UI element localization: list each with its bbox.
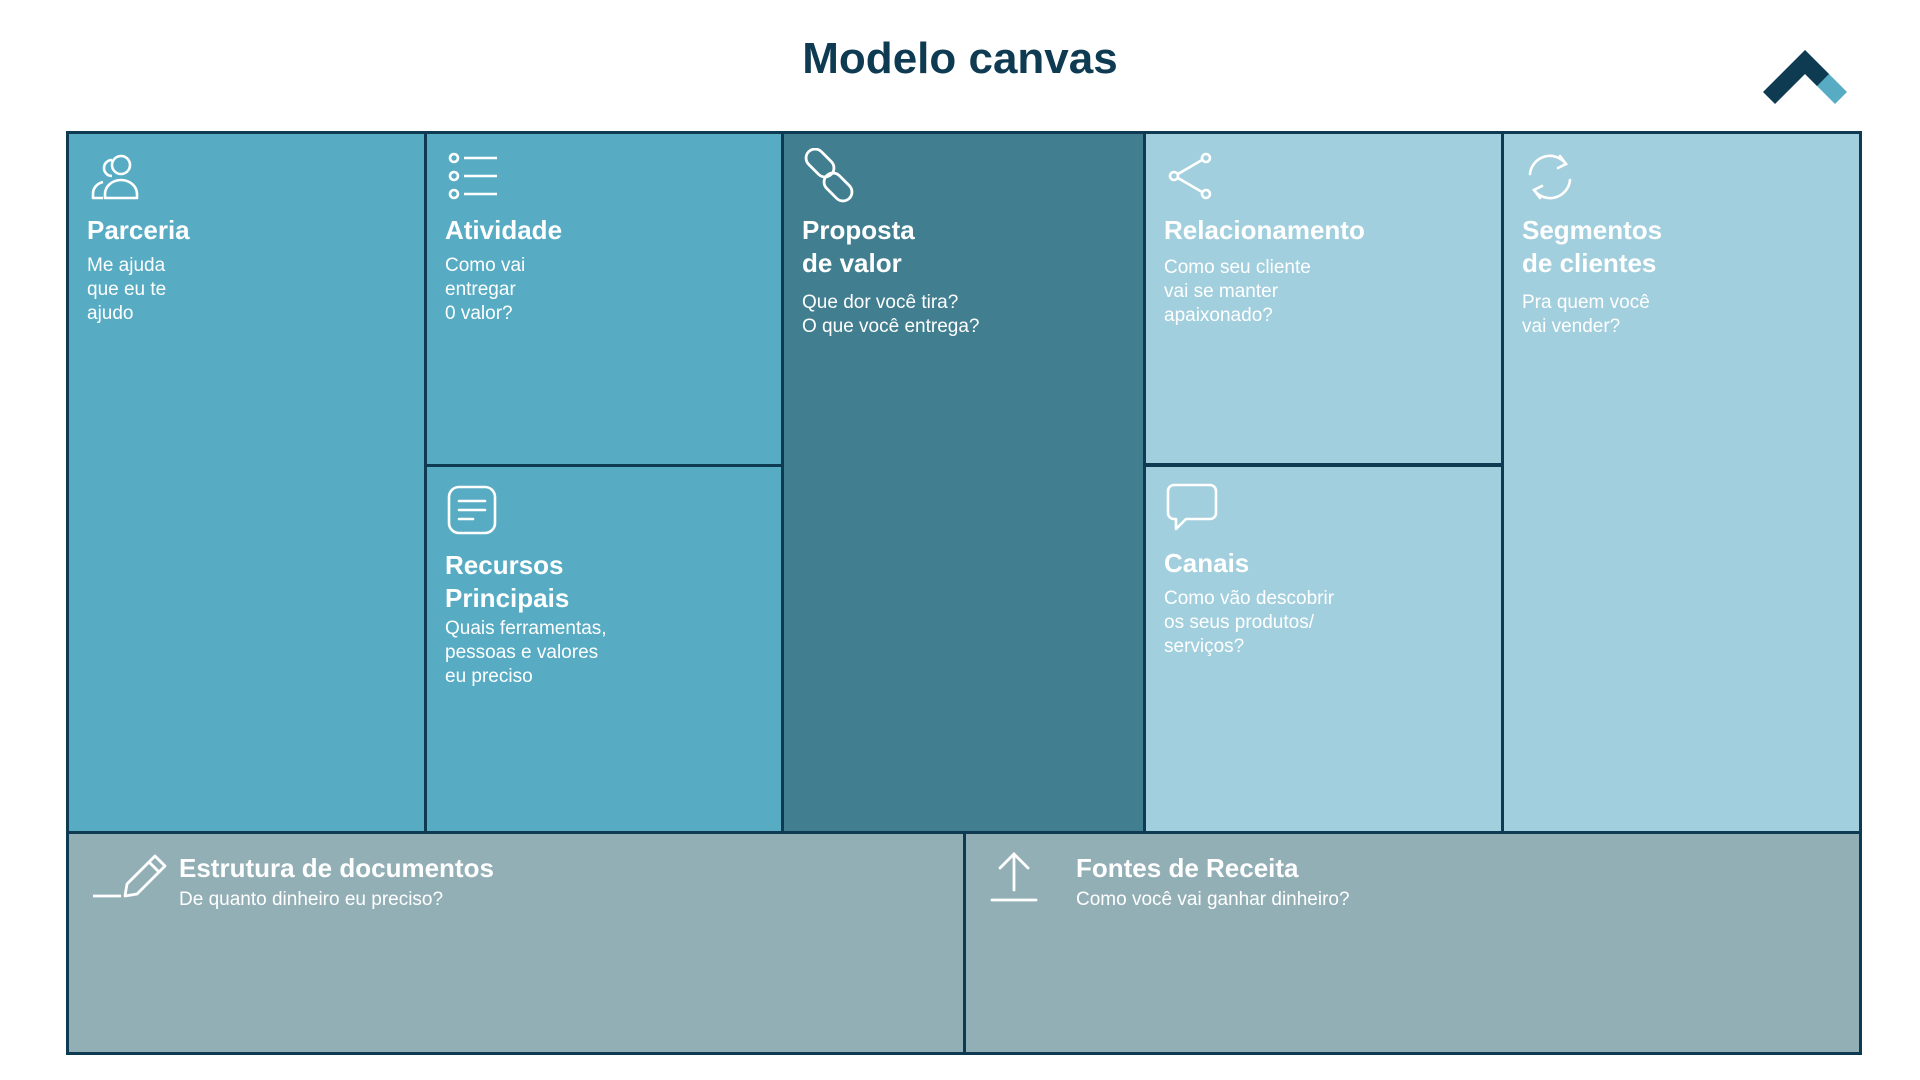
- share-icon: [1164, 148, 1220, 204]
- block-description: Como vão descobrir os seus produtos/ ser…: [1164, 588, 1335, 657]
- block-fontes-de-receita[interactable]: Fontes de Receita Como você vai ganhar d…: [966, 834, 1859, 1052]
- people-icon: [87, 148, 143, 204]
- block-parceria[interactable]: Parceria Me ajuda que eu te ajudo: [69, 134, 424, 831]
- list-icon: [445, 148, 501, 204]
- block-description: Como você vai ganhar dinheiro?: [1076, 889, 1350, 910]
- block-proposta-de-valor[interactable]: Proposta de valor Que dor você tira? O q…: [784, 134, 1143, 831]
- block-title: Canais: [1164, 548, 1250, 578]
- block-title: Atividade: [445, 215, 563, 245]
- block-description: Que dor você tira? O que você entrega?: [802, 292, 980, 337]
- chat-icon: [1164, 481, 1220, 537]
- block-title: Parceria: [87, 215, 190, 245]
- block-segmentos-de-clientes[interactable]: Segmentos de clientes Pra quem você vai …: [1504, 134, 1859, 831]
- pencil-icon: [91, 848, 167, 908]
- block-description: Me ajuda que eu te ajudo: [87, 255, 167, 324]
- note-icon: [445, 483, 501, 539]
- upload-icon: [988, 848, 1064, 908]
- block-description: Pra quem você vai vender?: [1522, 292, 1650, 337]
- block-description: Como seu cliente vai se manter apaixonad…: [1164, 257, 1311, 326]
- block-title: Relacionamento: [1164, 215, 1365, 245]
- business-model-canvas: Parceria Me ajuda que eu te ajudo Ativid…: [66, 131, 1862, 1055]
- block-relacionamento[interactable]: Relacionamento Como seu cliente vai se m…: [1146, 134, 1501, 463]
- chevron-logo-icon: [1755, 42, 1855, 112]
- block-canais[interactable]: Canais Como vão descobrir os seus produt…: [1146, 467, 1501, 831]
- block-description: Quais ferramentas, pessoas e valores eu …: [445, 618, 607, 687]
- block-title: Estrutura de documentos: [179, 853, 494, 883]
- block-title: Fontes de Receita: [1076, 853, 1299, 883]
- block-atividade[interactable]: Atividade Como vai entregar 0 valor?: [427, 134, 781, 464]
- block-title: Proposta de valor: [802, 215, 915, 278]
- block-title: Recursos Principais: [445, 550, 570, 613]
- block-title: Segmentos de clientes: [1522, 215, 1663, 278]
- block-recursos-principais[interactable]: Recursos Principais Quais ferramentas, p…: [427, 467, 781, 831]
- link-icon: [802, 147, 858, 204]
- block-estrutura-de-documentos[interactable]: Estrutura de documentos De quanto dinhei…: [69, 834, 963, 1052]
- refresh-icon: [1522, 148, 1578, 204]
- block-description: De quanto dinheiro eu preciso?: [179, 889, 444, 910]
- page-title: Modelo canvas: [802, 34, 1118, 83]
- block-description: Como vai entregar 0 valor?: [445, 255, 526, 324]
